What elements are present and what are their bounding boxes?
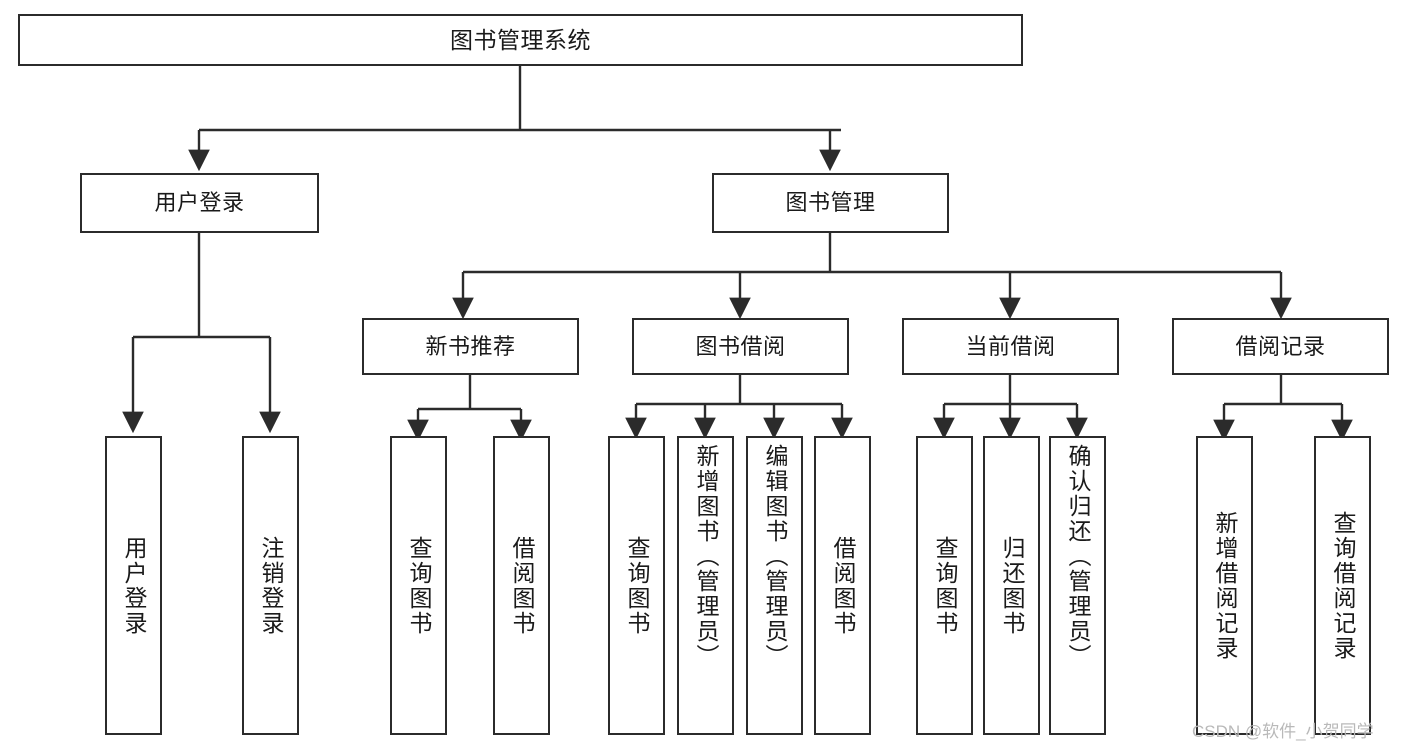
leaf-add-book-label: 新增图书（管理员） bbox=[693, 444, 719, 669]
leaf-add-book[interactable]: 新增图书（管理员） bbox=[677, 436, 734, 735]
leaf-borrow-book-1[interactable]: 借阅图书 bbox=[493, 436, 550, 735]
leaf-query-record[interactable]: 查询借阅记录 bbox=[1314, 436, 1371, 735]
leaf-user-login[interactable]: 用户登录 bbox=[105, 436, 162, 735]
node-borrow-record[interactable]: 借阅记录 bbox=[1172, 318, 1389, 375]
node-user-login-label: 用户登录 bbox=[154, 190, 245, 216]
leaf-edit-book-label: 编辑图书（管理员） bbox=[762, 444, 788, 669]
node-root[interactable]: 图书管理系统 bbox=[18, 14, 1023, 66]
leaf-query-book-3[interactable]: 查询图书 bbox=[916, 436, 973, 735]
leaf-borrow-book-2-label: 借阅图书 bbox=[830, 535, 856, 636]
leaf-query-book-2[interactable]: 查询图书 bbox=[608, 436, 665, 735]
leaf-add-record-label: 新增借阅记录 bbox=[1212, 510, 1238, 661]
leaf-confirm-return-label: 确认归还（管理员） bbox=[1065, 444, 1091, 669]
node-new-book-recommend-label: 新书推荐 bbox=[425, 333, 516, 359]
leaf-query-book-2-label: 查询图书 bbox=[624, 535, 650, 636]
leaf-edit-book[interactable]: 编辑图书（管理员） bbox=[746, 436, 803, 735]
csdn-watermark: CSDN @软件_小贺同学 bbox=[1192, 722, 1374, 741]
leaf-query-book-1-label: 查询图书 bbox=[406, 535, 432, 636]
node-book-manage[interactable]: 图书管理 bbox=[712, 173, 949, 233]
leaf-borrow-book-2[interactable]: 借阅图书 bbox=[814, 436, 871, 735]
node-root-label: 图书管理系统 bbox=[450, 26, 591, 53]
leaf-logout[interactable]: 注销登录 bbox=[242, 436, 299, 735]
leaf-logout-label: 注销登录 bbox=[258, 535, 284, 636]
leaf-confirm-return[interactable]: 确认归还（管理员） bbox=[1049, 436, 1106, 735]
node-current-borrow-label: 当前借阅 bbox=[965, 333, 1056, 359]
leaf-query-book-1[interactable]: 查询图书 bbox=[390, 436, 447, 735]
leaf-query-book-3-label: 查询图书 bbox=[932, 535, 958, 636]
leaf-borrow-book-1-label: 借阅图书 bbox=[509, 535, 535, 636]
node-current-borrow[interactable]: 当前借阅 bbox=[902, 318, 1119, 375]
leaf-query-record-label: 查询借阅记录 bbox=[1330, 510, 1356, 661]
node-user-login[interactable]: 用户登录 bbox=[80, 173, 319, 233]
leaf-return-book-label: 归还图书 bbox=[999, 535, 1025, 636]
node-book-manage-label: 图书管理 bbox=[785, 190, 876, 216]
leaf-add-record[interactable]: 新增借阅记录 bbox=[1196, 436, 1253, 735]
node-new-book-recommend[interactable]: 新书推荐 bbox=[362, 318, 579, 375]
node-book-borrow-label: 图书借阅 bbox=[695, 333, 786, 359]
node-borrow-record-label: 借阅记录 bbox=[1235, 333, 1326, 359]
node-book-borrow[interactable]: 图书借阅 bbox=[632, 318, 849, 375]
leaf-user-login-label: 用户登录 bbox=[121, 535, 147, 636]
leaf-return-book[interactable]: 归还图书 bbox=[983, 436, 1040, 735]
